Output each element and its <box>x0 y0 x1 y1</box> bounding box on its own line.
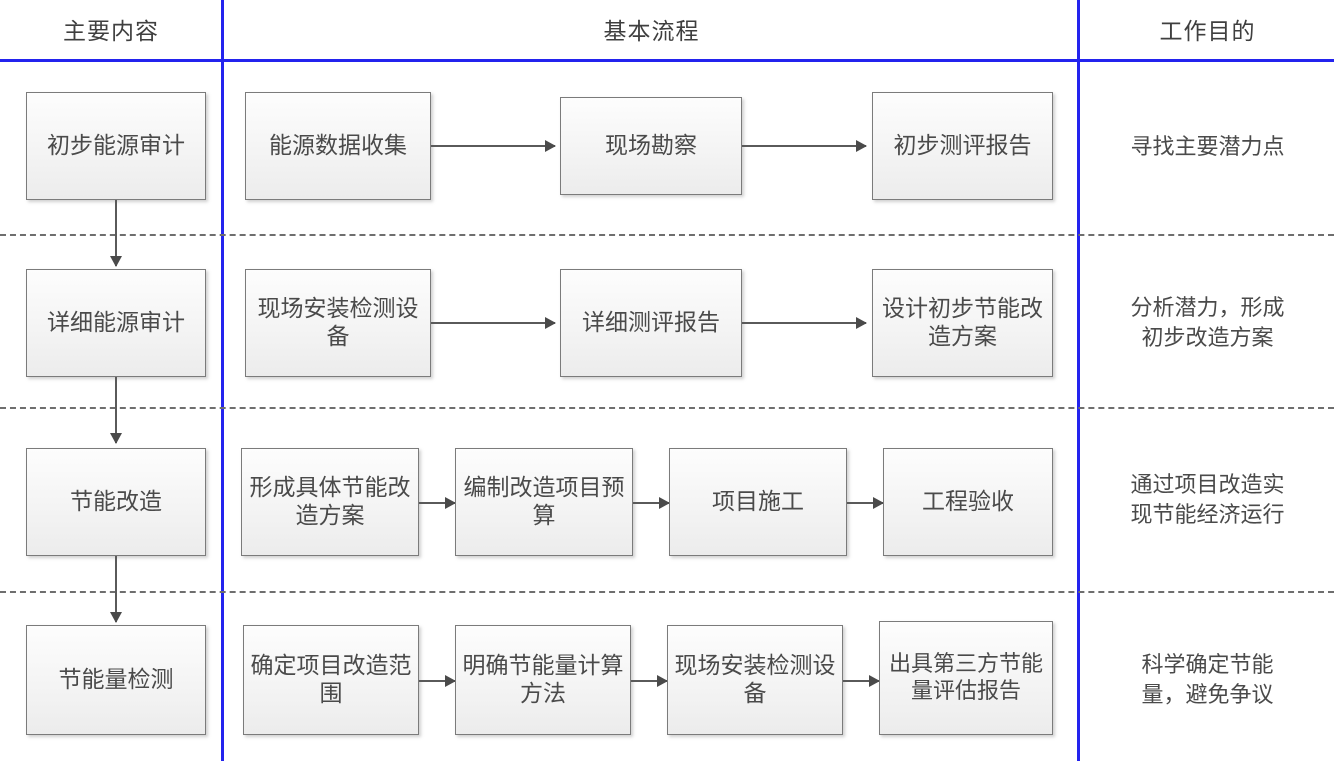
stage-box-row-4[interactable]: 节能量检测 <box>26 625 206 735</box>
step-box-r4-c4[interactable]: 出具第三方节能量评估报告 <box>879 621 1053 735</box>
header-divider-line <box>0 59 1334 62</box>
step-box-r3-c4[interactable]: 工程验收 <box>883 448 1053 556</box>
column-divider-right <box>1077 0 1080 761</box>
step-box-r3-c2[interactable]: 编制改造项目预算 <box>455 448 633 556</box>
column-header-basic-process: 基本流程 <box>603 19 700 44</box>
row-separator-2 <box>0 407 1334 409</box>
step-box-r1-c2[interactable]: 现场勘察 <box>560 97 742 195</box>
purpose-row-1: 寻找主要潜力点 <box>1130 134 1285 159</box>
step-box-r1-c2-label: 现场勘察 <box>605 132 697 158</box>
arrow-r1-c1-to-c2 <box>431 140 556 152</box>
step-box-r2-c1[interactable]: 现场安装检测设备 <box>245 269 431 377</box>
arrow-r4-c3-to-c4 <box>843 675 880 687</box>
row-separator-1 <box>0 234 1334 236</box>
stage-box-row-3-label: 节能改造 <box>70 488 162 514</box>
purpose-row-2: 分析潜力，形成 初步改造方案 <box>1130 295 1285 350</box>
step-box-r3-c3-label: 项目施工 <box>712 488 804 514</box>
step-box-r4-c1[interactable]: 确定项目改造范围 <box>243 625 419 735</box>
arrow-r4-c1-to-c2 <box>419 675 456 687</box>
stage-box-row-2-label: 详细能源审计 <box>47 309 185 335</box>
arrow-stage-3-to-4 <box>110 556 122 623</box>
step-box-r1-c3[interactable]: 初步测评报告 <box>872 92 1053 200</box>
arrow-r2-c2-to-c3 <box>742 317 867 329</box>
stage-box-row-3[interactable]: 节能改造 <box>26 448 206 556</box>
stage-box-row-2[interactable]: 详细能源审计 <box>26 269 206 377</box>
column-header-work-purpose: 工作目的 <box>1159 19 1256 44</box>
arrow-r3-c3-to-c4 <box>847 497 884 509</box>
arrow-r4-c2-to-c3 <box>631 675 668 687</box>
stage-box-row-4-label: 节能量检测 <box>58 666 174 692</box>
column-divider-left <box>221 0 224 761</box>
stage-box-row-1-label: 初步能源审计 <box>47 132 185 158</box>
step-box-r1-c1-label: 能源数据收集 <box>269 132 407 158</box>
arrow-r2-c1-to-c2 <box>431 317 556 329</box>
column-header-main-content: 主要内容 <box>63 19 159 44</box>
step-box-r3-c2-label: 编制改造项目预算 <box>463 474 625 528</box>
step-box-r3-c4-label: 工程验收 <box>922 488 1014 514</box>
purpose-row-4: 科学确定节能 量，避免争议 <box>1141 652 1274 707</box>
step-box-r4-c3-label: 现场安装检测设备 <box>674 652 836 706</box>
step-box-r4-c2[interactable]: 明确节能量计算方法 <box>455 625 631 735</box>
purpose-row-3: 通过项目改造实 现节能经济运行 <box>1130 472 1285 527</box>
step-box-r4-c1-label: 确定项目改造范围 <box>250 652 412 706</box>
step-box-r1-c1[interactable]: 能源数据收集 <box>245 92 431 200</box>
arrow-r3-c2-to-c3 <box>633 497 670 509</box>
arrow-stage-2-to-3 <box>110 377 122 444</box>
step-box-r3-c1-label: 形成具体节能改造方案 <box>249 474 411 528</box>
step-box-r4-c4-label: 出具第三方节能量评估报告 <box>888 651 1043 703</box>
step-box-r4-c2-label: 明确节能量计算方法 <box>462 652 624 706</box>
step-box-r4-c3[interactable]: 现场安装检测设备 <box>667 625 843 735</box>
arrow-stage-1-to-2 <box>110 200 122 267</box>
row-separator-3 <box>0 591 1334 593</box>
step-box-r2-c2-label: 详细测评报告 <box>582 309 720 335</box>
step-box-r2-c1-label: 现场安装检测设备 <box>257 295 419 349</box>
arrow-r1-c2-to-c3 <box>742 140 867 152</box>
step-box-r2-c2[interactable]: 详细测评报告 <box>560 269 742 377</box>
step-box-r2-c3-label: 设计初步节能改造方案 <box>882 295 1043 349</box>
arrow-r3-c1-to-c2 <box>419 497 456 509</box>
stage-box-row-1[interactable]: 初步能源审计 <box>26 92 206 200</box>
step-box-r2-c3[interactable]: 设计初步节能改造方案 <box>872 269 1053 377</box>
step-box-r3-c3[interactable]: 项目施工 <box>669 448 847 556</box>
step-box-r1-c3-label: 初步测评报告 <box>893 132 1032 158</box>
step-box-r3-c1[interactable]: 形成具体节能改造方案 <box>241 448 419 556</box>
